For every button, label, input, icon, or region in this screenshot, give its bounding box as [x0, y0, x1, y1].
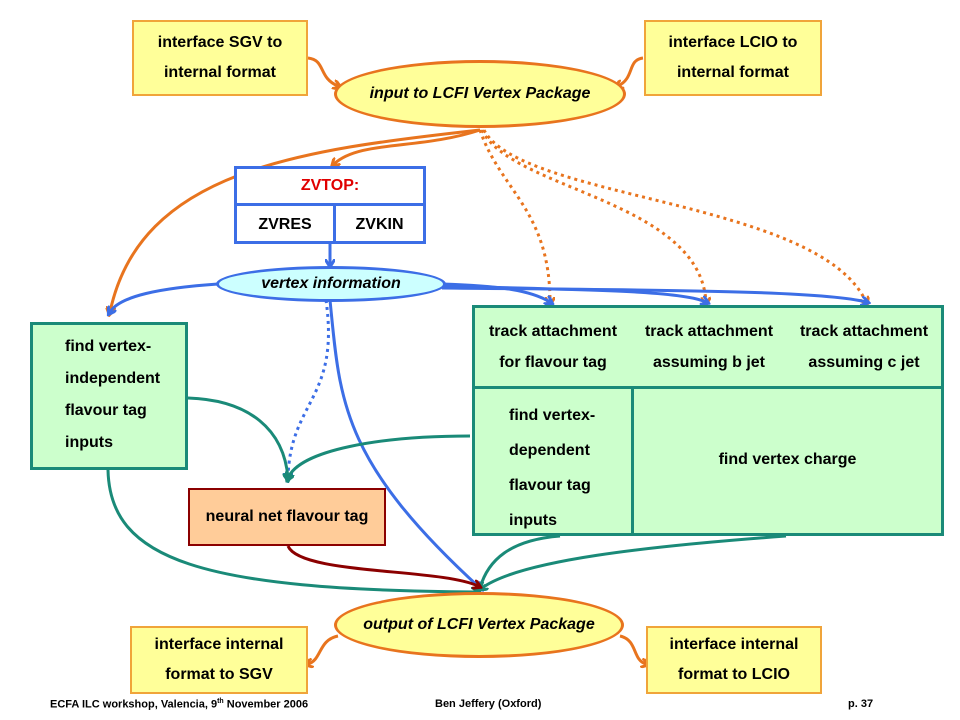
zvres-cell: ZVRES	[237, 206, 336, 244]
footer-left-sup: th	[217, 698, 224, 705]
arrow-input-to-track-c	[482, 129, 866, 302]
arrow-output-to-lcio	[619, 634, 646, 664]
arrow-input-to-track-b	[480, 129, 706, 302]
interface-sgv-line2: internal format	[163, 64, 276, 81]
neural-net-flavour-tag-box: neural net flavour tag	[188, 488, 386, 546]
arrow-input-to-zvtop	[334, 128, 481, 164]
zvtop-subrow: ZVRES ZVKIN	[237, 206, 423, 244]
arrow-neural-net-to-output	[286, 545, 478, 586]
footer-page: p. 37	[848, 698, 874, 710]
footer-left-b: November 2006	[223, 698, 309, 711]
zvtop-box: ZVTOP: ZVRES ZVKIN	[234, 166, 426, 244]
interface-internal-to-sgv-box: interface internal format to SGV	[130, 626, 308, 694]
find-indep-line1: find vertex-	[65, 338, 152, 355]
find-dep-line1: find vertex-	[509, 407, 596, 424]
interface-sgv-line1: interface SGV to	[157, 34, 283, 51]
track-attachment-b-cell: track attachment assuming b jet	[631, 316, 787, 378]
divider-horizontal	[475, 386, 941, 389]
track-b-line2: assuming b jet	[652, 354, 766, 371]
arrow-sgv-to-input	[307, 56, 338, 86]
interface-out-sgv-line2: format to SGV	[165, 666, 273, 683]
track-c-line1: track attachment	[799, 323, 929, 340]
interface-out-lcio-line2: format to LCIO	[678, 666, 790, 683]
interface-out-sgv-line1: interface internal	[154, 636, 284, 653]
find-dep-line4: inputs	[509, 512, 557, 529]
find-vertex-independent-box: find vertex- independent flavour tag inp…	[30, 322, 188, 470]
track-attachment-group: track attachment for flavour tag track a…	[472, 305, 944, 536]
arrow-input-to-track-flavour	[478, 129, 550, 302]
vertex-information-label: vertex information	[261, 275, 401, 292]
interface-lcio-to-internal-box: interface LCIO to internal format	[644, 20, 822, 96]
neural-net-label: neural net flavour tag	[205, 508, 369, 525]
interface-lcio-line1: interface LCIO to	[668, 34, 798, 51]
find-vertex-charge-cell: find vertex charge	[634, 389, 941, 531]
arrow-vertex-info-to-output	[328, 299, 480, 588]
track-attachment-flavour-cell: track attachment for flavour tag	[475, 316, 631, 378]
output-of-lcfi-label: output of LCFI Vertex Package	[363, 616, 595, 633]
interface-sgv-to-internal-box: interface SGV to internal format	[132, 20, 308, 96]
track-flavour-line2: for flavour tag	[499, 354, 607, 371]
arrow-vertex-charge-to-output	[482, 534, 787, 588]
zvtop-title: ZVTOP:	[237, 169, 423, 206]
arrow-vertex-info-to-neural-net	[288, 299, 330, 478]
arrow-find-indep-to-neural-net	[187, 396, 288, 478]
output-of-lcfi-ellipse: output of LCFI Vertex Package	[334, 592, 624, 658]
find-indep-line3: flavour tag	[65, 402, 147, 419]
footer-left-a: ECFA ILC workshop, Valencia, 9	[50, 698, 218, 711]
input-to-lcfi-label: input to LCFI Vertex Package	[369, 85, 591, 102]
zvkin-cell: ZVKIN	[355, 216, 404, 233]
arrow-find-dep-to-output	[480, 534, 561, 588]
input-to-lcfi-ellipse: input to LCFI Vertex Package	[334, 60, 626, 128]
interface-internal-to-lcio-box: interface internal format to LCIO	[646, 626, 822, 694]
interface-lcio-line2: internal format	[676, 64, 789, 81]
divider-vertical	[631, 386, 634, 533]
arrow-find-dep-to-neural-net	[288, 434, 471, 478]
track-flavour-line1: track attachment	[488, 323, 618, 340]
interface-out-lcio-line1: interface internal	[669, 636, 799, 653]
arrow-find-indep-to-output	[106, 469, 476, 592]
arrow-vertex-info-to-track-c	[441, 286, 866, 302]
arrow-output-to-sgv	[308, 634, 339, 664]
footer-left: ECFA ILC workshop, Valencia, 9th Novembe…	[50, 698, 308, 711]
track-c-line2: assuming c jet	[808, 354, 920, 371]
track-b-line1: track attachment	[644, 323, 774, 340]
footer-author: Ben Jeffery (Oxford)	[435, 698, 542, 710]
track-attachment-c-cell: track attachment assuming c jet	[787, 316, 941, 378]
find-dep-line3: flavour tag	[509, 477, 591, 494]
find-indep-line4: inputs	[65, 434, 113, 451]
find-vertex-charge-label: find vertex charge	[718, 451, 857, 468]
arrow-vertex-info-to-find-indep	[110, 282, 219, 312]
arrow-lcio-to-input	[618, 56, 644, 86]
vertex-information-ellipse: vertex information	[216, 266, 446, 302]
find-vertex-dependent-cell: find vertex- dependent flavour tag input…	[509, 398, 629, 538]
find-indep-line2: independent	[65, 370, 161, 387]
find-dep-line2: dependent	[509, 442, 590, 459]
